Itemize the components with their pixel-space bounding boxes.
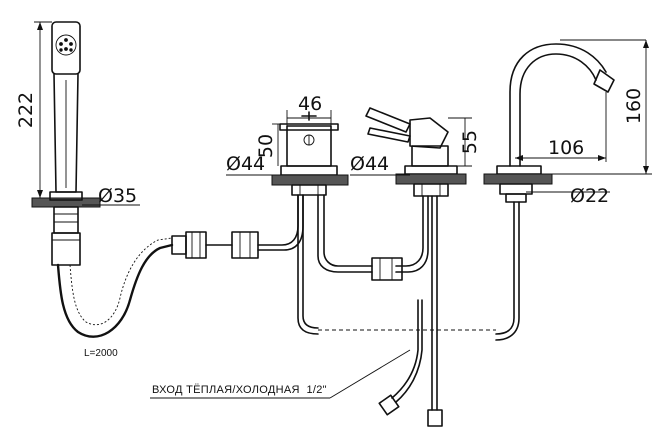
dim-spout-reach: 106 bbox=[548, 137, 584, 159]
dim-mixer1-height: 50 bbox=[255, 134, 277, 158]
spout bbox=[483, 43, 615, 341]
dim-spout-base-diameter: Ø22 bbox=[570, 185, 609, 207]
middle-connector bbox=[371, 257, 403, 281]
dim-mixer1-base-diameter: Ø44 bbox=[226, 153, 265, 175]
dim-mixer2-base-diameter: Ø44 bbox=[350, 153, 389, 175]
dim-hose-length: L=2000 bbox=[84, 348, 118, 359]
hand-shower bbox=[31, 21, 101, 266]
mixer-valve-1 bbox=[271, 111, 373, 335]
dim-spout-height: 160 bbox=[623, 88, 645, 124]
inlet-note: ВХОД ТЁПЛАЯ/ХОЛОДНАЯ 1/2" bbox=[152, 384, 327, 396]
dim-shower-mount-diameter: Ø35 bbox=[98, 185, 137, 207]
dimension-lines bbox=[34, 21, 652, 399]
dim-mixer1-width: 46 bbox=[298, 93, 322, 115]
hose-connectors bbox=[171, 194, 304, 259]
shower-hose bbox=[56, 237, 174, 338]
mixer-valve-2 bbox=[365, 107, 467, 427]
dim-mixer2-height: 55 bbox=[459, 130, 481, 154]
dim-shower-height: 222 bbox=[15, 92, 37, 128]
